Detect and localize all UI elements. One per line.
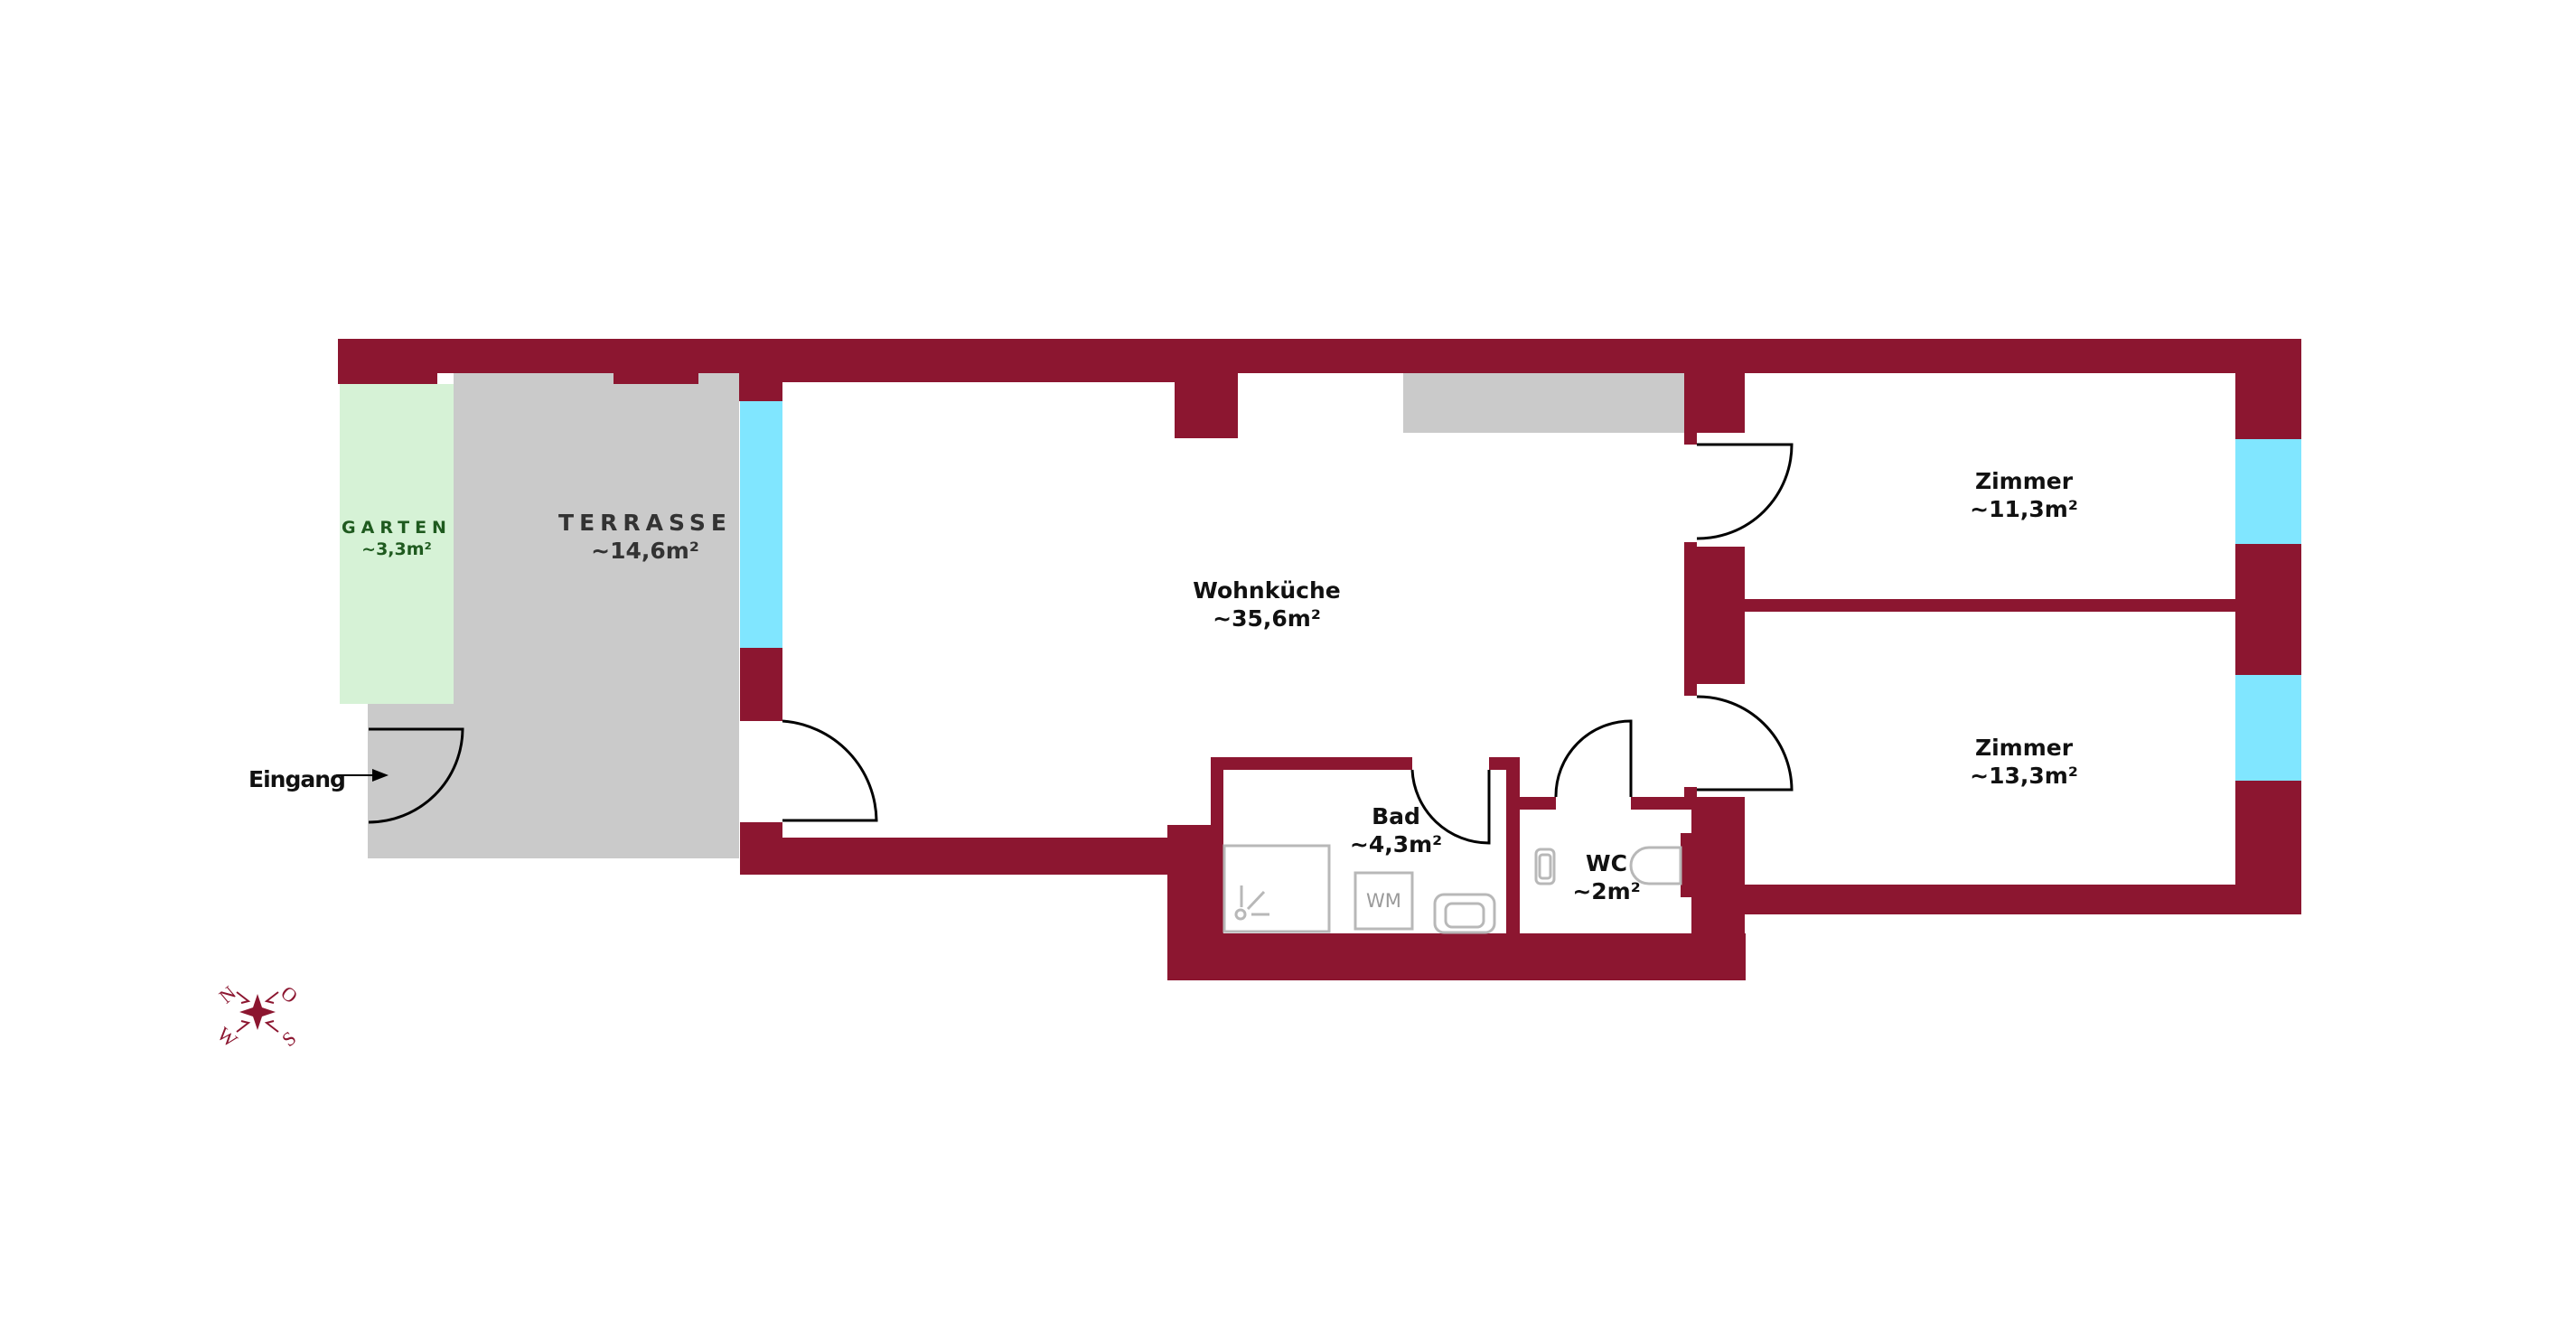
terrace-area-lower [368,704,739,858]
room-area: ~14,6m² [591,538,699,565]
door-zimmer1 [1696,443,1794,540]
walls [338,339,2301,980]
room-area: ~4,3m² [1349,831,1443,858]
room-area: ~35,6m² [1213,605,1321,632]
window-zimmer1 [2235,439,2301,544]
arrow-head-icon [372,769,389,782]
room-name: TERRASSE [558,510,732,536]
sink-bad [1433,893,1496,934]
room-area: ~2m² [1572,878,1641,905]
room-zimmer-1: Zimmer ~11,3m² [1970,467,2078,524]
room-name: Zimmer [1974,468,2074,494]
room-bad: Bad ~4,3m² [1350,802,1442,859]
garden-area [340,384,454,704]
kitchen-counter [1403,373,1684,433]
room-area: ~3,3m² [361,539,432,559]
door-living-terrace [782,719,878,822]
window-zimmer2 [2235,675,2301,781]
room-name: WC [1586,850,1627,876]
door-zimmer2 [1696,695,1794,792]
washing-machine [1354,871,1414,931]
door-entrance [368,727,464,824]
window-living [740,401,782,648]
windows [740,401,2301,781]
room-name: Bad [1372,803,1420,829]
room-name: GARTEN [342,518,452,538]
room-area: ~13,3m² [1970,763,2078,790]
room-wohnkueche: Wohnküche ~35,6m² [1193,576,1340,633]
sink-wc [1534,848,1556,885]
compass-icon [236,991,279,1033]
room-terrasse: TERRASSE ~14,6m² [558,509,732,566]
room-wc: WC ~2m² [1572,849,1640,906]
toilet [1629,846,1682,885]
room-area: ~11,3m² [1970,496,2078,523]
doors [368,443,1794,845]
room-zimmer-2: Zimmer ~13,3m² [1970,734,2078,791]
washing-machine-label: WM [1366,890,1401,912]
shower [1222,844,1331,933]
door-bad [1410,769,1491,845]
fixtures [1222,844,1682,934]
door-wc [1554,719,1633,798]
room-name: Wohnküche [1193,577,1341,604]
entrance-label: Eingang [248,766,346,792]
room-name: Zimmer [1974,735,2074,761]
room-garten: GARTEN ~3,3m² [342,518,452,561]
